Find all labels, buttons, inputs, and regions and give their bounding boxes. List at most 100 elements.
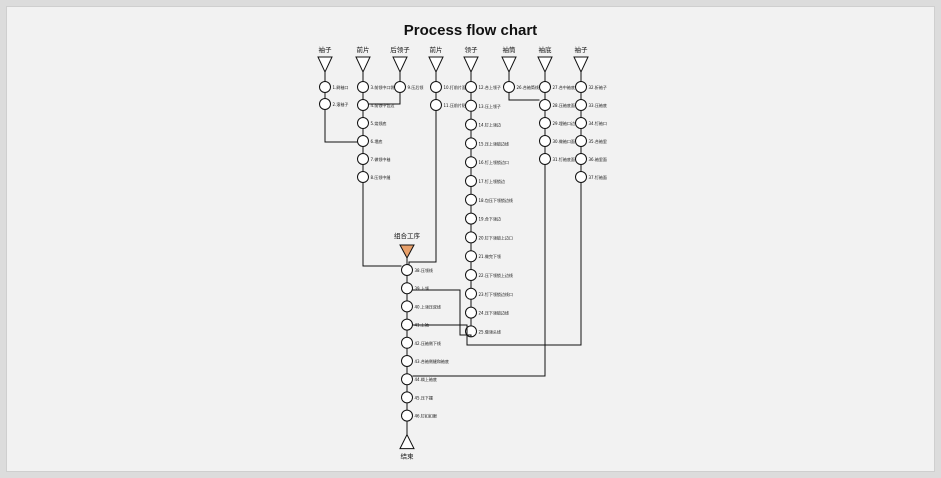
merge-triangle-icon [399, 244, 415, 260]
step-circle [539, 117, 551, 129]
step-label: 31.钉袖底面 [553, 156, 575, 162]
step-label: 22.压下领锁上边线 [479, 272, 513, 278]
step-label: 2.滚袖子 [333, 101, 349, 107]
step-circle [430, 81, 442, 93]
step-circle [575, 99, 587, 111]
step-label: 17.钉上领锁边 [479, 178, 505, 184]
merge-step-label: 43.合袖侧缝和袖底 [415, 358, 449, 364]
step-label: 21.做完下领 [479, 253, 501, 259]
step-label: 15.压上领锁边线 [479, 140, 509, 146]
step-circle [430, 99, 442, 111]
step-circle [357, 171, 369, 183]
step-circle [465, 287, 477, 300]
step-label: 6.埋底 [371, 138, 383, 144]
step-circle [539, 81, 551, 93]
step-label: 23.钉下领锁边线口 [479, 291, 513, 297]
step-label: 35.合袖里 [589, 138, 607, 144]
step-circle [465, 99, 477, 112]
join-line [412, 182, 582, 346]
step-circle [465, 250, 477, 263]
join-line [412, 164, 546, 377]
step-label: 18.包压下领锁边线 [479, 197, 513, 203]
step-label: 5.烧领底 [371, 120, 387, 126]
step-circle [319, 98, 331, 110]
step-label: 3.前领中口袋 [371, 84, 395, 90]
step-label: 36.袖里面 [589, 156, 607, 162]
merge-step-circle [401, 373, 413, 386]
step-circle [575, 171, 587, 183]
start-triangle-icon [463, 56, 479, 74]
merge-step-circle [401, 391, 413, 404]
merge-step-circle [401, 355, 413, 367]
step-label: 14.钉上领边 [479, 122, 501, 128]
step-circle [575, 81, 587, 93]
end-label: 结束 [401, 452, 415, 461]
merge-step-circle [401, 336, 413, 349]
merge-step-circle [401, 318, 413, 331]
join-line [324, 109, 358, 143]
step-circle [357, 99, 369, 111]
step-circle [319, 81, 331, 93]
start-triangle-icon [537, 56, 553, 74]
step-label: 13.压上领子 [479, 103, 501, 109]
step-label: 24.压下领锁边线 [479, 310, 509, 316]
step-label: 25.做领头线 [479, 328, 501, 334]
step-circle [503, 81, 515, 93]
step-circle [394, 81, 406, 93]
step-label: 20.钉下领锁上边口 [479, 234, 513, 240]
merge-step-label: 46.钉扣扣眼 [415, 413, 437, 419]
step-label: 16.钉上领锁边口 [479, 159, 509, 165]
step-circle [465, 269, 477, 281]
step-label: 9.压后领 [408, 84, 424, 90]
step-label: 12.合上领子 [479, 84, 501, 90]
column-header: 袖筒 [503, 45, 517, 54]
step-circle [465, 156, 477, 169]
join-line [368, 92, 401, 105]
step-label: 37.钉袖面 [589, 174, 607, 180]
column-header: 袖子 [575, 45, 589, 54]
column-header: 前片 [430, 45, 443, 54]
join-line [362, 182, 402, 267]
merge-step-label: 39.上领 [415, 285, 429, 291]
step-label: 4.前领中包边 [371, 102, 395, 108]
merge-step-label: 44.绱上袖底 [415, 376, 437, 382]
merge-step-circle [401, 300, 413, 313]
step-circle [465, 175, 477, 187]
column-header: 袖子 [319, 45, 333, 54]
chart-title: Process flow chart [403, 22, 538, 39]
start-triangle-icon [573, 56, 589, 74]
step-label: 10.打前片面缝 [444, 84, 470, 90]
join-line [408, 110, 437, 265]
step-circle [539, 135, 551, 147]
column-header: 后领子 [390, 45, 410, 54]
step-circle [465, 306, 477, 319]
step-label: 32.折袖子 [589, 84, 607, 90]
merge-step-label: 45.压下摆 [415, 394, 433, 400]
step-label: 30.做袖口面 [553, 138, 575, 144]
merge-step-label: 40.上领压双线 [415, 303, 441, 309]
start-triangle-icon [428, 56, 444, 74]
column-header: 袖底 [539, 45, 553, 54]
merge-label: 组合工序 [394, 231, 421, 240]
step-circle [575, 153, 587, 165]
column-header: 领子 [465, 45, 479, 54]
step-circle [357, 81, 369, 93]
step-label: 7.做领中袖 [371, 156, 391, 162]
step-circle [575, 135, 587, 147]
step-circle [357, 153, 369, 165]
step-circle [575, 117, 587, 129]
start-triangle-icon [501, 56, 517, 74]
step-label: 33.压袖底 [589, 102, 607, 108]
start-triangle-icon [355, 56, 371, 74]
merge-step-circle [401, 409, 413, 422]
step-circle [539, 99, 551, 111]
merge-step-circle [401, 282, 413, 295]
step-circle [465, 212, 477, 225]
step-label: 29.埋袖口边 [553, 120, 575, 126]
join-line [412, 289, 472, 337]
step-label: 11.压前片贴缝 [444, 102, 470, 108]
step-circle [357, 135, 369, 147]
step-circle [465, 231, 477, 244]
step-circle [539, 153, 551, 165]
